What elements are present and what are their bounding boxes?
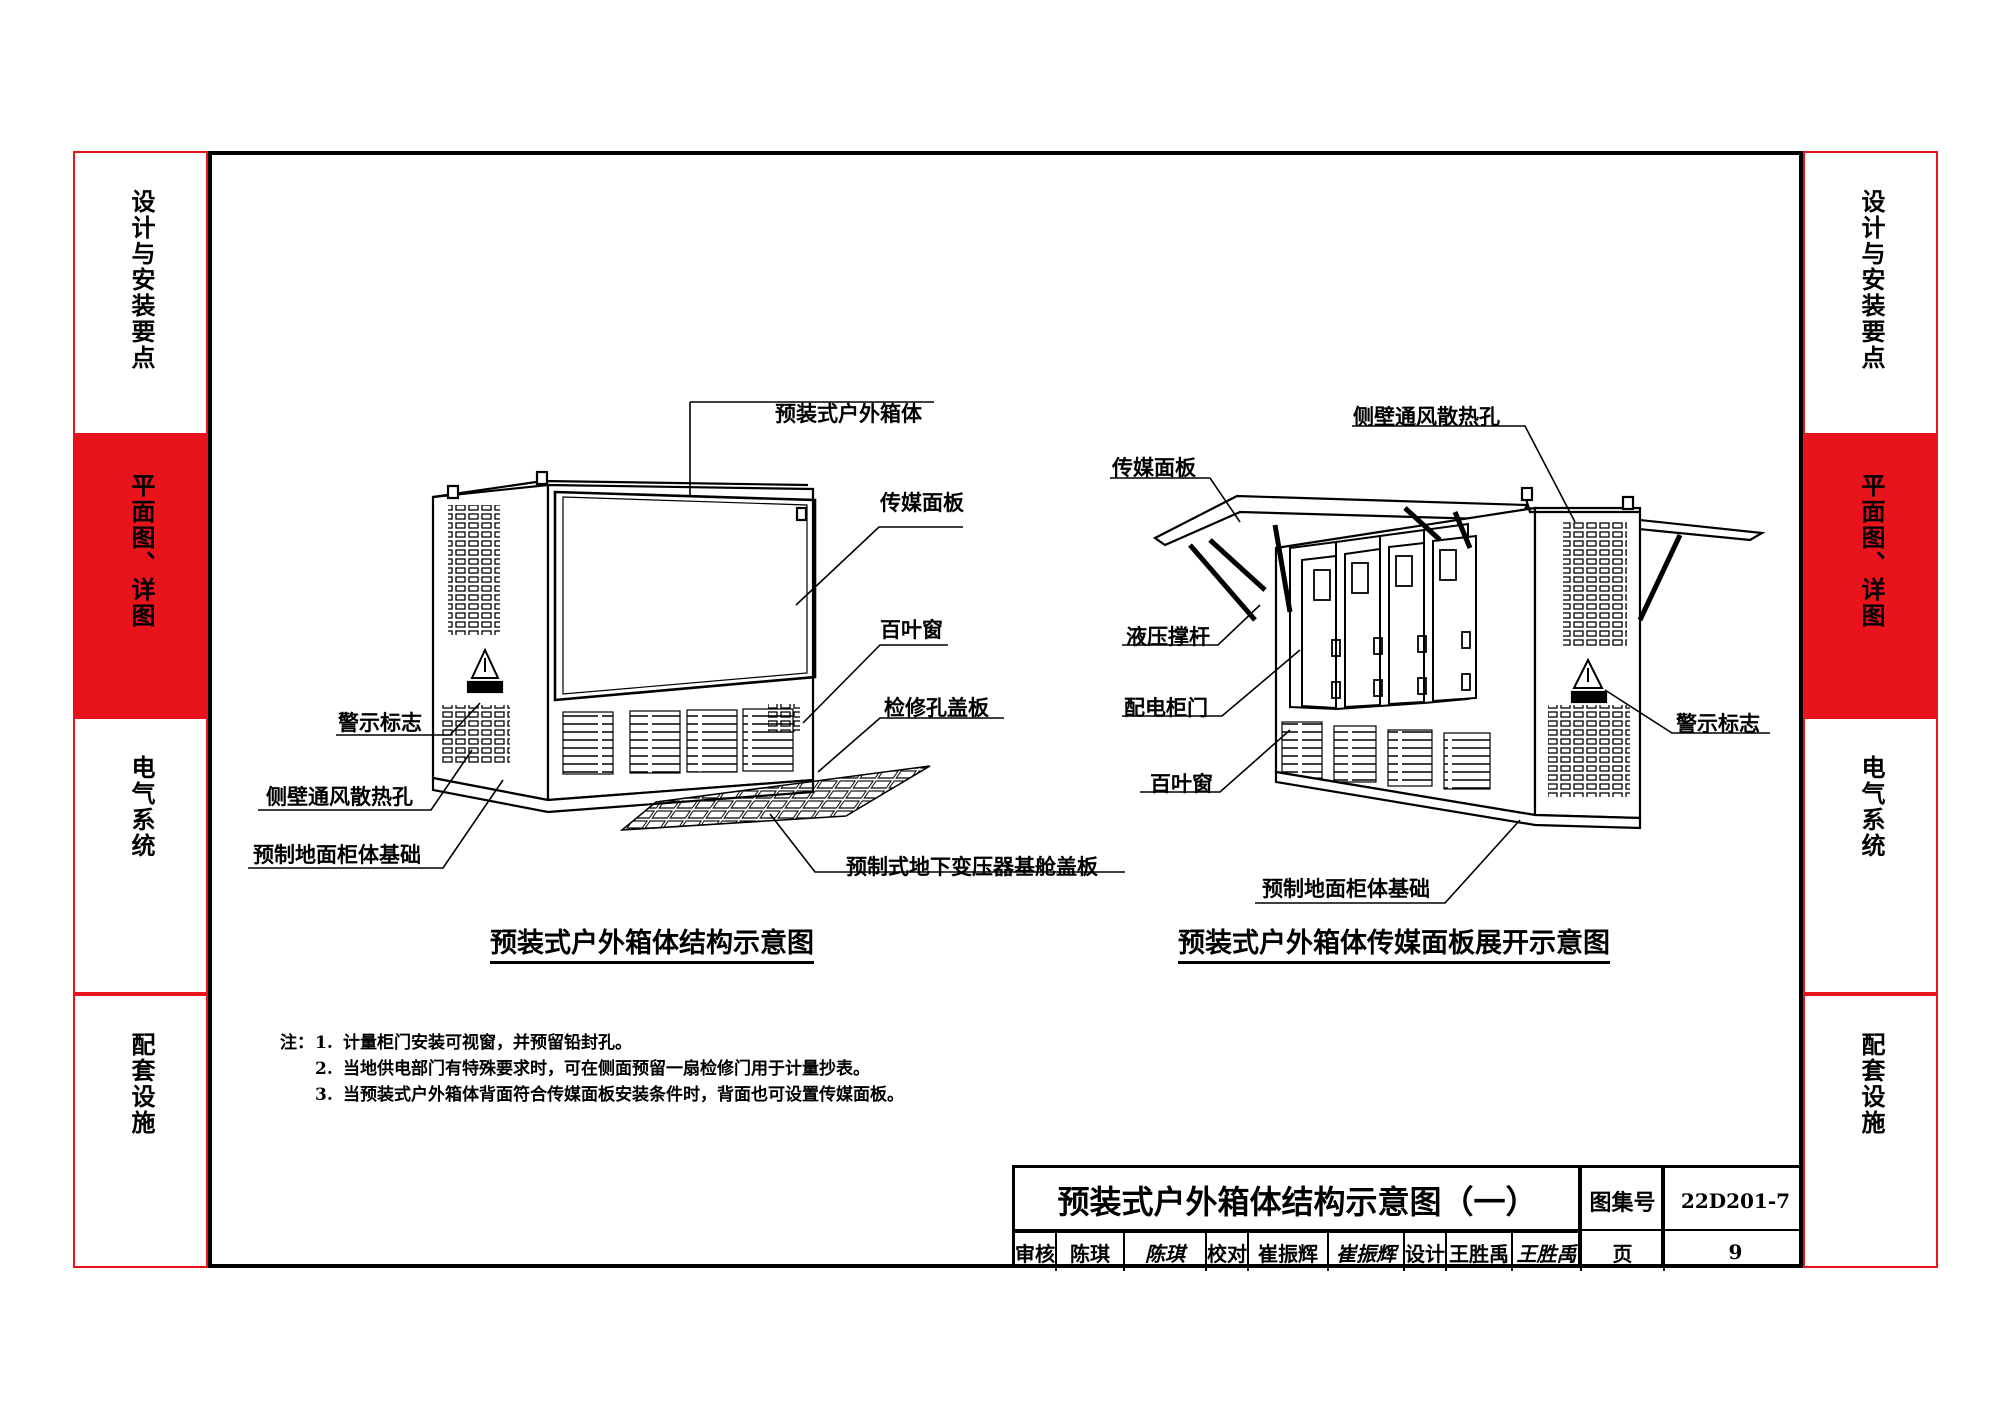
sidebar-section-electrical[interactable]: 电气系统 xyxy=(73,717,208,994)
sidebar-label: 设计与安装要点 xyxy=(127,189,155,371)
left-sidebar: 设计与安装要点 平面图、详图 电气系统 配套设施 xyxy=(73,151,208,1268)
callout-warning-sign-right: 警示标志 xyxy=(1676,711,1760,736)
callout-prefab-box: 预装式户外箱体 xyxy=(775,401,922,426)
right-enclosure xyxy=(1152,486,1766,830)
design-label: 设计 xyxy=(1405,1233,1447,1271)
sidebar-label: 平面图、详图 xyxy=(1857,473,1885,629)
callout-inspection-cover: 检修孔盖板 xyxy=(884,695,989,720)
figure-caption-left: 预装式户外箱体结构示意图 xyxy=(490,921,814,964)
figure-caption-right: 预装式户外箱体传媒面板展开示意图 xyxy=(1178,921,1610,964)
atlas-label: 图集号 xyxy=(1582,1168,1665,1233)
left-enclosure xyxy=(431,470,931,831)
sidebar-section-electrical[interactable]: 电气系统 xyxy=(1803,717,1938,994)
callout-foundation: 预制地面柜体基础 xyxy=(253,842,421,867)
sidebar-label: 电气系统 xyxy=(127,755,155,859)
left-leaders xyxy=(248,401,1125,873)
check-label: 校对 xyxy=(1207,1233,1249,1271)
callout-media-panel: 传媒面板 xyxy=(880,490,964,515)
callout-underground-cover: 预制式地下变压器基舱盖板 xyxy=(846,854,1098,879)
drawing-title: 预装式户外箱体结构示意图（一） xyxy=(1015,1168,1582,1233)
designer-name: 王胜禹 xyxy=(1447,1233,1513,1271)
right-leaders xyxy=(1110,425,1770,904)
page-number: 9 xyxy=(1728,1240,1743,1264)
checker-name: 崔振辉 xyxy=(1249,1233,1329,1271)
sidebar-label: 电气系统 xyxy=(1857,755,1885,859)
callout-louver: 百叶窗 xyxy=(880,617,943,642)
notes: 注：1.计量柜门安装可视窗，并预留铅封孔。 2.当地供电部门有特殊要求时，可在侧… xyxy=(280,1030,904,1108)
sidebar-section-plans[interactable]: 平面图、详图 xyxy=(73,435,208,717)
sidebar-label: 配套设施 xyxy=(1857,1032,1885,1136)
callout-side-vent-right: 侧壁通风散热孔 xyxy=(1353,404,1500,429)
notes-heading: 注： xyxy=(280,1033,314,1053)
reviewer-signature: 陈琪 xyxy=(1125,1233,1207,1271)
callout-hydraulic-strut: 液压撑杆 xyxy=(1126,624,1210,649)
checker-signature: 崔振辉 xyxy=(1329,1233,1405,1271)
sidebar-section-design[interactable]: 设计与安装要点 xyxy=(1803,151,1938,435)
note-item: 2.当地供电部门有特殊要求时，可在侧面预留一扇检修门用于计量抄表。 xyxy=(315,1059,870,1079)
callout-warning-sign: 警示标志 xyxy=(338,710,422,735)
signature-row: 审核 陈琪 陈琪 校对 崔振辉 崔振辉 设计 王胜禹 王胜禹 页 9 xyxy=(1015,1233,1806,1271)
reviewer-name: 陈琪 xyxy=(1057,1233,1125,1271)
note-item: 注：1.计量柜门安装可视窗，并预留铅封孔。 xyxy=(280,1030,904,1056)
sidebar-label: 配套设施 xyxy=(127,1032,155,1136)
note-item: 3.当预装式户外箱体背面符合传媒面板安装条件时，背面也可设置传媒面板。 xyxy=(315,1085,904,1105)
atlas-number: 22D201-7 xyxy=(1680,1188,1791,1213)
drawing-frame xyxy=(208,151,1803,1268)
sidebar-section-facilities[interactable]: 配套设施 xyxy=(1803,994,1938,1268)
callout-side-vent: 侧壁通风散热孔 xyxy=(266,784,413,809)
sidebar-section-plans[interactable]: 平面图、详图 xyxy=(1803,435,1938,717)
right-sidebar: 设计与安装要点 平面图、详图 电气系统 配套设施 xyxy=(1803,151,1938,1268)
title-block: 预装式户外箱体结构示意图（一） 图集号 22D201-7 审核 陈琪 陈琪 校对… xyxy=(1012,1165,1806,1271)
callout-louver-right: 百叶窗 xyxy=(1150,771,1213,796)
page-label: 页 xyxy=(1582,1233,1665,1271)
review-label: 审核 xyxy=(1015,1233,1057,1271)
sidebar-label: 设计与安装要点 xyxy=(1857,189,1885,371)
callout-media-panel-right: 传媒面板 xyxy=(1112,455,1196,480)
title-block-lines xyxy=(1012,1165,1803,1268)
sidebar-section-facilities[interactable]: 配套设施 xyxy=(73,994,208,1268)
callout-distribution-door: 配电柜门 xyxy=(1124,695,1208,720)
designer-signature: 王胜禹 xyxy=(1513,1233,1582,1271)
sidebar-label: 平面图、详图 xyxy=(127,473,155,629)
sidebar-section-design[interactable]: 设计与安装要点 xyxy=(73,151,208,435)
callout-foundation-right: 预制地面柜体基础 xyxy=(1262,876,1430,901)
